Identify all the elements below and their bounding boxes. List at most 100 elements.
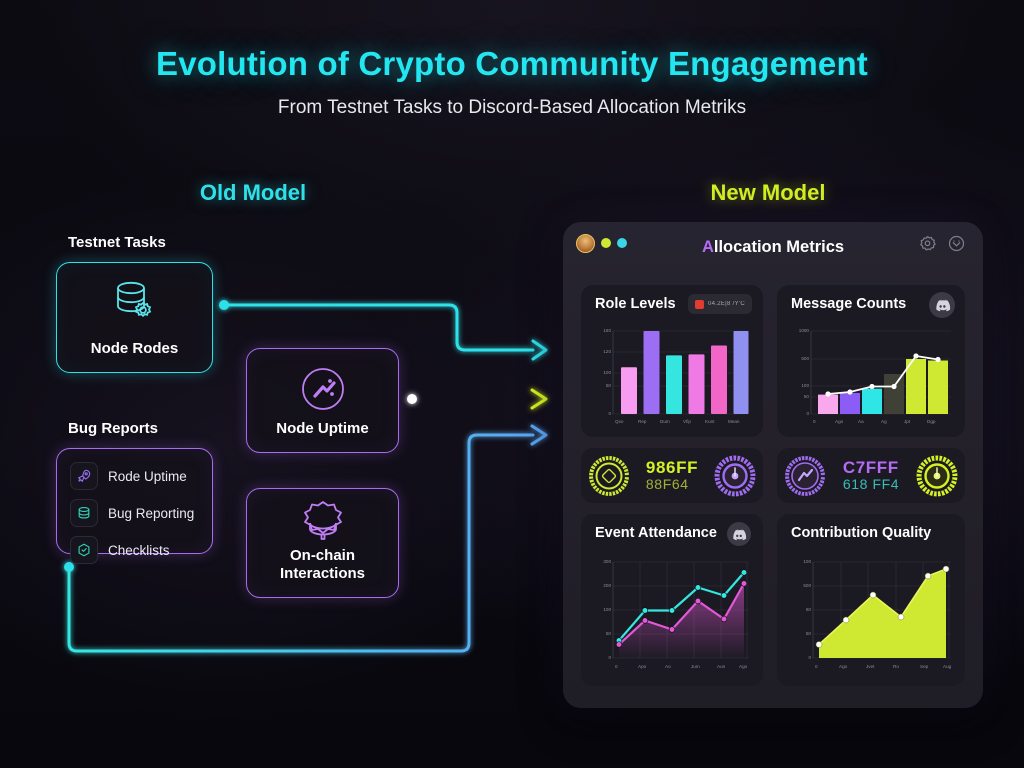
x-tick-label: Aug	[943, 664, 952, 669]
panel-role-levels[interactable]: Role Levels 04.2E|8 /Y'C	[581, 285, 763, 437]
y-tick-label: 0	[806, 411, 809, 416]
discord-icon[interactable]	[727, 522, 751, 546]
metric-value-primary: 986FF	[645, 457, 699, 477]
x-tick-label: Ago	[839, 664, 848, 669]
rocket-icon	[70, 462, 98, 490]
x-tick-label: Jvet	[866, 664, 875, 669]
database-icon	[70, 499, 98, 527]
list-item-label: Rode Uptime	[108, 468, 187, 484]
dashboard-title-accent: A	[701, 238, 714, 256]
list-item-label: Checklists	[108, 542, 170, 558]
card-bug-reports[interactable]: Rode Uptime Bug Reporting Checklists	[56, 448, 213, 564]
y-tick-label: 0	[808, 655, 811, 660]
list-item[interactable]: Rode Uptime	[70, 462, 212, 490]
dashboard-title-rest: llocation Metrics	[713, 238, 845, 256]
status-badge[interactable]: 04.2E|8 /Y'C	[688, 294, 752, 314]
y-tick-label: 100	[803, 559, 811, 564]
y-tick-label: 100	[603, 607, 611, 612]
chart-message-counts	[810, 330, 951, 415]
chip-gauge-icon	[587, 454, 631, 498]
window-dot-cyan[interactable]	[617, 238, 627, 248]
x-tick-label: Rep	[638, 419, 647, 424]
group-label-bug-reports: Bug Reports	[68, 420, 158, 437]
y-tick-label: 500	[803, 583, 811, 588]
list-item[interactable]: Checklists	[70, 536, 212, 564]
x-tick-label: Ag	[881, 419, 887, 424]
x-tick-label: Ago	[835, 419, 844, 424]
x-tick-label: Qxo	[615, 419, 624, 424]
list-item[interactable]: Bug Reporting	[70, 499, 212, 527]
card-node-uptime[interactable]: Node Uptime	[246, 348, 399, 453]
chart-role-levels	[612, 330, 749, 415]
x-tick-label: Kunt	[705, 419, 715, 424]
x-tick-label: Sep	[920, 664, 929, 669]
dashboard-title: Allocation Metrics	[563, 238, 983, 257]
badge-text: 04.2E|8 /Y'C	[708, 301, 745, 307]
card-caption: Node Rodes	[90, 340, 179, 357]
x-tick-label: Apo	[638, 664, 647, 669]
metric-values-right: C7FFF 618 FF4	[842, 457, 900, 493]
y-tick-label: 160	[603, 328, 611, 333]
y-tick-label: 200	[603, 583, 611, 588]
smiley-icon[interactable]	[948, 235, 965, 252]
card-node-rodes[interactable]: Node Rodes	[56, 262, 213, 373]
discord-icon[interactable]	[929, 292, 955, 318]
dial-gauge-icon	[915, 454, 959, 498]
panel-event-attendance[interactable]: Event Attendance	[581, 514, 763, 686]
x-tick-label: 0	[815, 664, 818, 669]
chart-contribution-quality	[812, 561, 951, 659]
y-tick-label: 0	[608, 411, 611, 416]
metric-row-right[interactable]: C7FFF 618 FF4	[777, 448, 965, 503]
panel-title: Role Levels	[595, 296, 676, 312]
window-dot-yellow[interactable]	[601, 238, 611, 248]
x-tick-label: Jpt	[904, 419, 911, 424]
y-tick-label: 500	[801, 356, 809, 361]
avatar[interactable]	[576, 234, 595, 253]
x-tick-label: 0	[813, 419, 816, 424]
x-tick-label: Ro	[893, 664, 899, 669]
card-onchain-interactions[interactable]: On-chain Interactions	[246, 488, 399, 598]
y-tick-label: 60	[805, 607, 811, 612]
y-tick-label: 50	[803, 394, 809, 399]
y-tick-label: 120	[603, 349, 611, 354]
x-tick-label: Ago	[739, 664, 748, 669]
record-icon	[695, 299, 704, 309]
old-model-heading: Old Model	[199, 180, 307, 205]
dashboard-window: Allocation Metrics Role Levels 04.2E|8 /…	[563, 222, 983, 708]
x-tick-label: 0	[615, 664, 618, 669]
card-caption: On-chain Interactions	[279, 547, 366, 582]
metric-row-left[interactable]: 986FF 88F64	[581, 448, 763, 503]
y-tick-label: 0	[608, 655, 611, 660]
page-subtitle: From Testnet Tasks to Discord-Based Allo…	[277, 97, 747, 118]
metric-value-secondary: 88F64	[645, 476, 689, 493]
panel-title: Event Attendance	[595, 525, 717, 541]
y-tick-label: 50	[805, 631, 811, 636]
metric-value-secondary: 618 FF4	[842, 476, 900, 493]
panel-message-counts[interactable]: Message Counts	[777, 285, 965, 437]
x-tick-label: Mean	[728, 419, 740, 424]
check-gauge-icon	[783, 454, 827, 498]
panel-title: Contribution Quality	[791, 525, 932, 541]
card-caption: Node Uptime	[276, 420, 369, 437]
metric-values-left: 986FF 88F64	[645, 457, 699, 493]
y-tick-label: 100	[603, 370, 611, 375]
x-tick-label: Ao	[665, 664, 671, 669]
y-tick-label: 50	[605, 383, 611, 388]
group-label-testnet-tasks: Testnet Tasks	[68, 234, 166, 251]
hexagon-check-icon	[70, 536, 98, 564]
gear-icon[interactable]	[919, 235, 936, 252]
metric-value-primary: C7FFF	[842, 457, 899, 477]
x-tick-label: Jum	[691, 664, 700, 669]
dial-gauge-icon	[713, 454, 757, 498]
x-tick-label: Aa	[858, 419, 864, 424]
panel-title: Message Counts	[791, 296, 907, 312]
new-model-heading: New Model	[710, 180, 826, 205]
x-tick-label: Dum	[660, 419, 670, 424]
page-title: Evolution of Crypto Community Engagement	[155, 45, 868, 82]
x-tick-label: Dgp	[927, 419, 936, 424]
x-tick-label: Aun	[717, 664, 726, 669]
stacked-chain-icon	[297, 499, 349, 545]
y-tick-label: 1000	[798, 328, 809, 333]
panel-contribution-quality[interactable]: Contribution Quality	[777, 514, 965, 686]
chart-event-attendance	[612, 561, 749, 659]
